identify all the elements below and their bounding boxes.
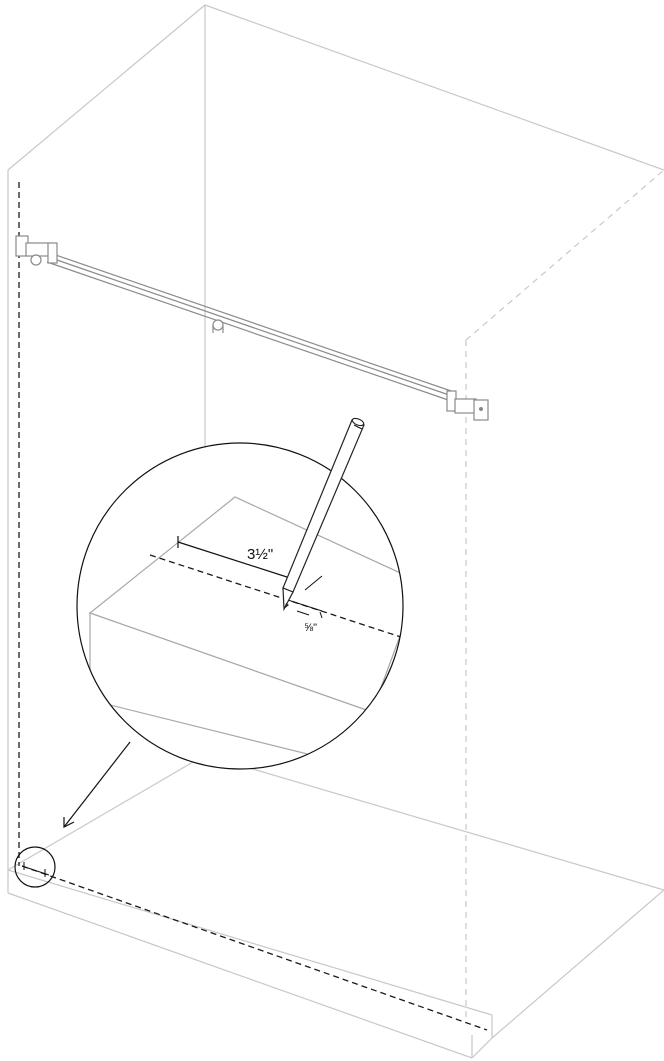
- callout-arrow: [63, 741, 131, 828]
- right-wall-bracket: [446, 390, 489, 421]
- dimension-label-short: ⅝": [304, 622, 317, 634]
- floor-plane: [204, 754, 664, 891]
- dimension-label-long: 3½": [247, 546, 273, 563]
- threshold-curb: [7, 865, 664, 1059]
- magnifier-circle: [76, 442, 404, 770]
- left-wall-bracket: [15, 235, 58, 266]
- pencil-icon: [282, 417, 365, 612]
- back-glass-panel: [7, 4, 664, 1020]
- front-glass-panel: [7, 170, 206, 871]
- rail-center-stopper: [212, 319, 224, 333]
- detail-callout-marker: [14, 846, 56, 888]
- top-rail: [46, 251, 455, 403]
- magnified-detail: 3½" ⅝": [76, 417, 404, 770]
